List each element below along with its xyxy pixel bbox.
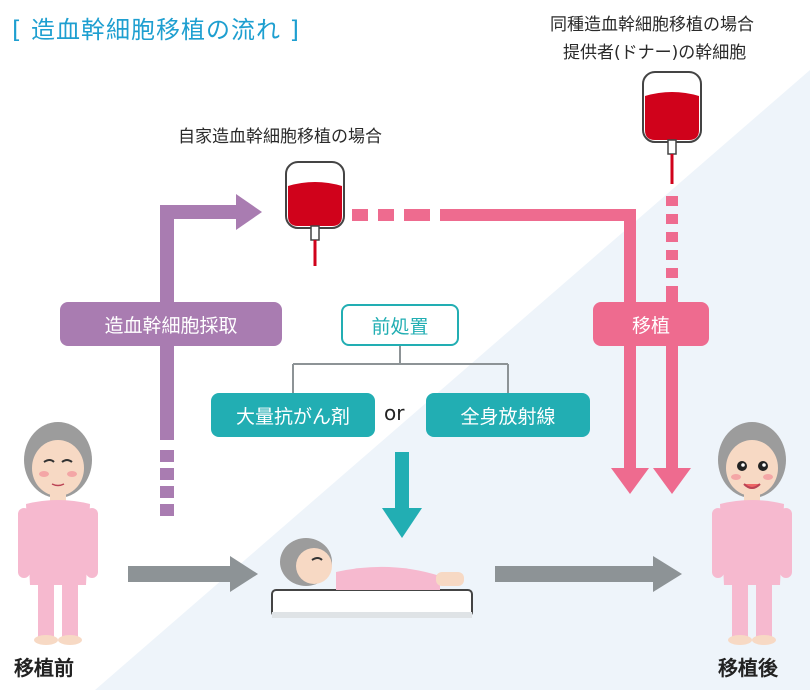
before-label: 移植前: [14, 656, 74, 680]
pretreatment-box: 前処置: [341, 304, 459, 346]
pretreatment-bracket: [292, 346, 509, 393]
allogeneic-label: 同種造血幹細胞移植の場合: [550, 15, 754, 35]
patient-figure-icon: [712, 422, 792, 645]
chemotherapy-box: 大量抗がん剤: [211, 393, 375, 437]
pretreatment-arrow: [382, 452, 422, 538]
patient-figure-icon: [18, 422, 98, 645]
harvest-arrow: [160, 194, 262, 516]
page-title: [ 造血幹細胞移植の流れ ]: [12, 16, 300, 44]
blood-bag-icon: [642, 71, 702, 184]
lying-patient-icon: [271, 538, 473, 618]
harvest-box: 造血幹細胞採取: [60, 302, 282, 346]
transplant-box: 移植: [593, 302, 709, 346]
flow-arrow-after: [495, 556, 682, 592]
after-label: 移植後: [718, 656, 778, 680]
radiation-box: 全身放射線: [426, 393, 590, 437]
or-label: or: [384, 401, 405, 425]
blood-bag-icon: [285, 161, 345, 266]
donor-stem-cell-label: 提供者(ドナー)の幹細胞: [563, 43, 747, 63]
autologous-label: 自家造血幹細胞移植の場合: [178, 127, 382, 147]
flow-arrow-before: [128, 556, 258, 592]
